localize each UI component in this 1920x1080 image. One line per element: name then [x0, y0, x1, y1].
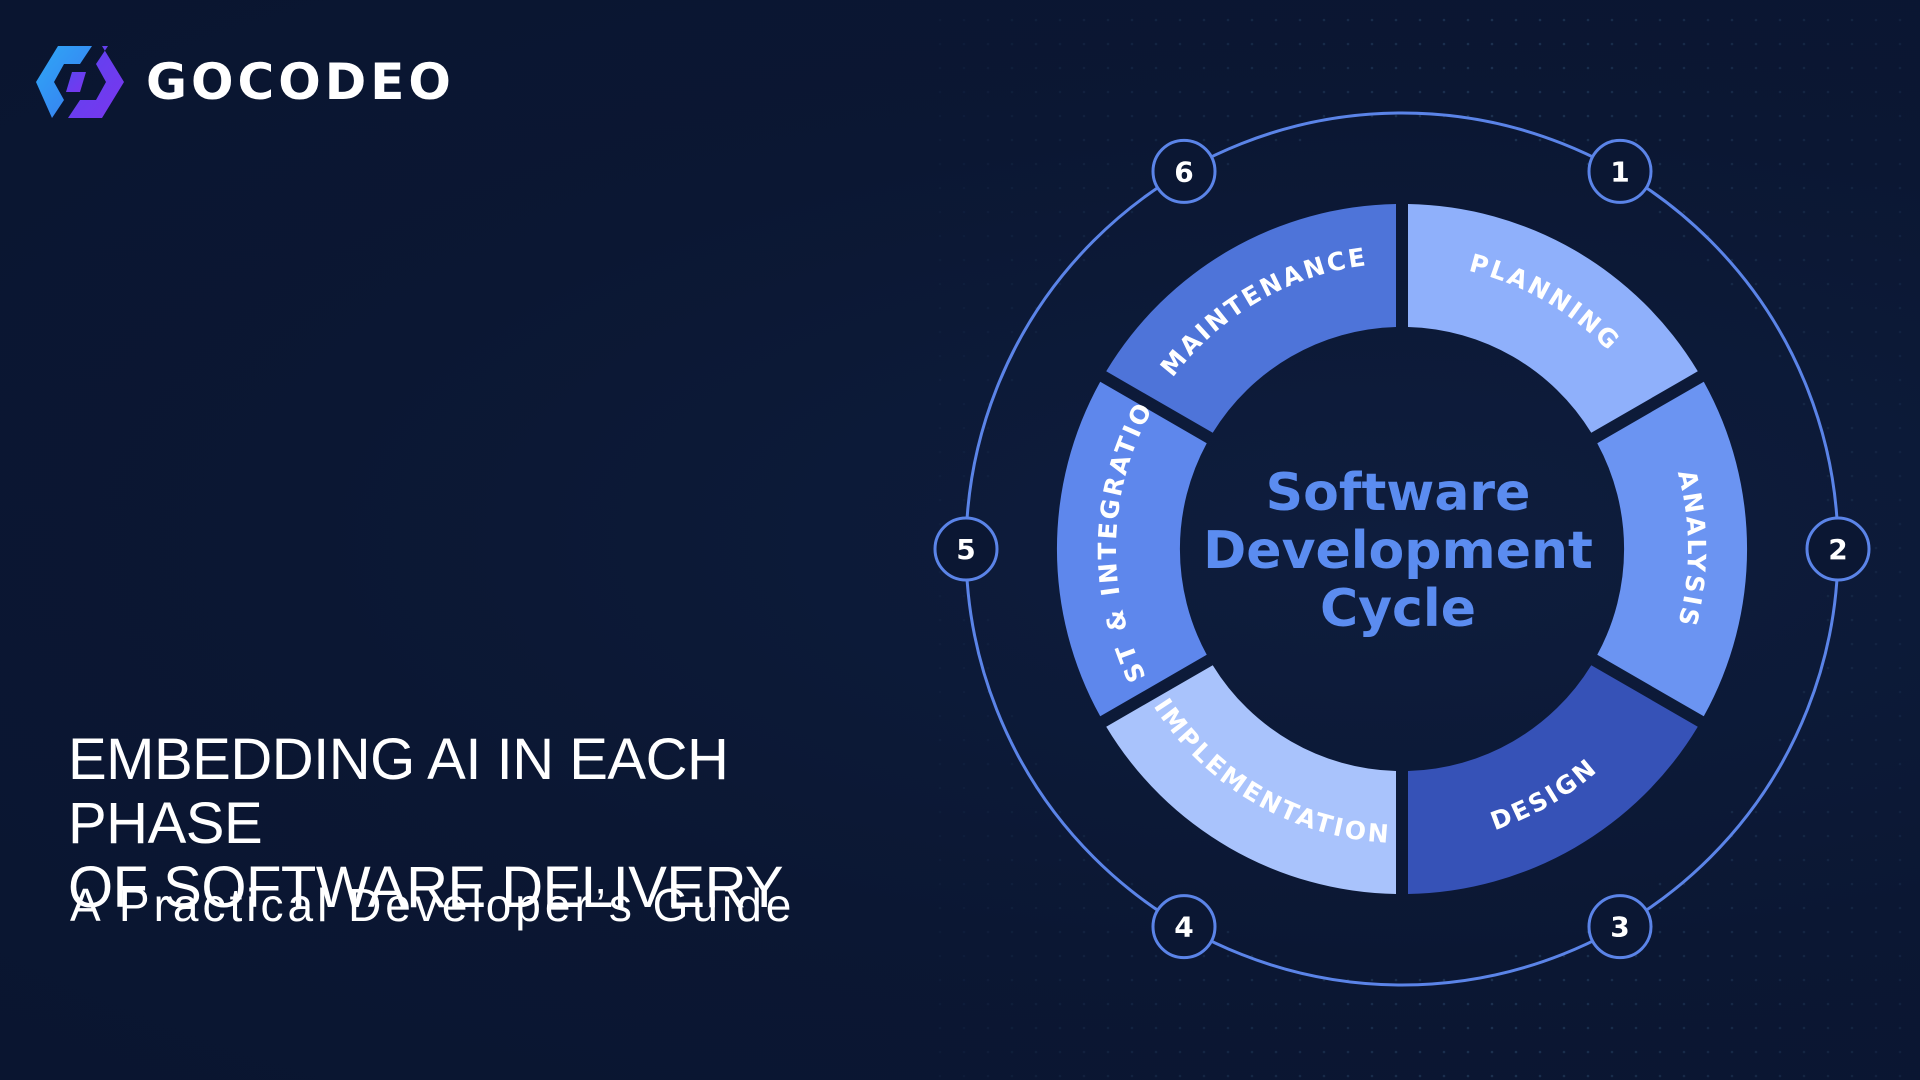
phase-number-markers: 1 2 3 4 5 6 [933, 138, 1871, 960]
phase-marker-circle [1805, 516, 1871, 582]
brand-name: GOCODEO [146, 53, 455, 111]
phase-number: 6 [1174, 155, 1193, 188]
segment-planning [1408, 204, 1698, 433]
phase-marker-circle [1587, 138, 1653, 204]
gocodeo-logo-icon [36, 46, 124, 118]
cycle-segments [1056, 204, 1748, 894]
segment-test-integration [1056, 381, 1207, 717]
headline-line-2: OF SOFTWARE DELIVERY [68, 855, 784, 920]
brand-logo: GOCODEO [36, 42, 455, 122]
center-title: Software Development Cycle [1203, 463, 1593, 639]
phase-marker-circle [933, 516, 999, 582]
segment-analysis [1597, 381, 1748, 717]
phase-number: 2 [1828, 533, 1847, 566]
headline-line-1: EMBEDDING AI IN EACH PHASE [68, 727, 729, 856]
center-title-line-2: Development [1203, 521, 1593, 581]
phase-number: 4 [1174, 911, 1193, 944]
phase-marker-4: 4 [1151, 894, 1217, 960]
phase-marker-circle [1587, 894, 1653, 960]
phase-number: 1 [1610, 155, 1629, 188]
center-title-line-3: Cycle [1320, 579, 1476, 639]
phase-marker-2: 2 [1805, 516, 1871, 582]
segment-design [1408, 665, 1698, 894]
segment-maintenance [1106, 204, 1396, 433]
phase-marker-6: 6 [1151, 138, 1217, 204]
phase-marker-5: 5 [933, 516, 999, 582]
segment-label-test-integration: TEST & INTEGRATION [0, 0, 1159, 687]
page-headline: EMBEDDING AI IN EACH PHASE OF SOFTWARE D… [68, 728, 928, 920]
phase-marker-circle [1151, 894, 1217, 960]
segment-labels: PLANNINGANALYSISDESIGNIMPLEMENTATIONTEST… [0, 0, 1709, 849]
phase-number: 3 [1610, 911, 1629, 944]
phase-marker-1: 1 [1587, 138, 1653, 204]
phase-marker-circle [1151, 138, 1217, 204]
phase-marker-3: 3 [1587, 894, 1653, 960]
phase-number: 5 [956, 533, 975, 566]
center-title-line-1: Software [1266, 463, 1531, 523]
page-subtitle: A Practical Developer’s Guide [70, 879, 796, 931]
segment-implementation [1106, 665, 1396, 894]
